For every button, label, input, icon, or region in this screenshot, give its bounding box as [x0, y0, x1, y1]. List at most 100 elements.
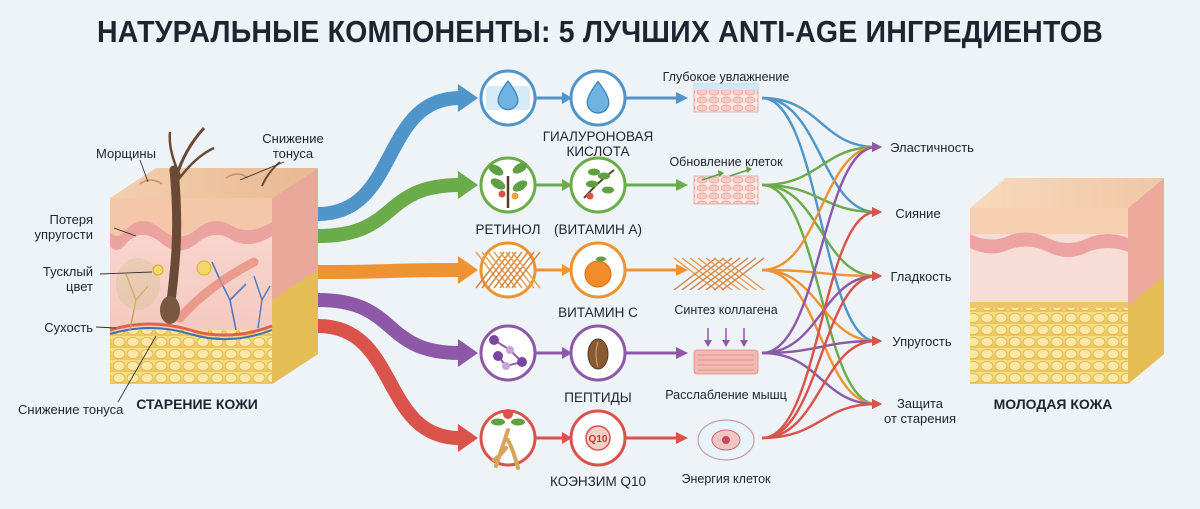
leaf-icon: [512, 162, 528, 174]
leaf-icon: [511, 418, 525, 426]
link-peptides-protection: [761, 351, 877, 406]
entry-arrow-retinol: [317, 178, 461, 243]
molecule-atom-icon: [493, 351, 503, 361]
seed-icon: [587, 338, 609, 370]
effect-arrowhead-hyaluronic: [676, 92, 688, 104]
result-label-radiance: Сияние: [895, 206, 941, 221]
renewal-arrow-icon: [729, 169, 749, 177]
leaf-branch-icon: [583, 169, 615, 199]
ingredient-label-retinol: (ВИТАМИН А): [554, 222, 642, 237]
link-q10-protection: [761, 402, 877, 440]
aging-skin-block: [109, 126, 318, 384]
entry-arrowhead-peptides: [458, 339, 478, 367]
hydration-layer-icon: [694, 84, 758, 90]
label-tone-loss-bottom: Снижение тонуса: [18, 402, 124, 417]
effect-label-q10: Энергия клеток: [681, 472, 771, 486]
leaf-icon: [512, 180, 528, 192]
link-vitamin-c-elasticity: [761, 145, 877, 272]
link-head-peptides-elasticity: [872, 142, 882, 152]
link-head-q10-protection: [872, 399, 882, 409]
product-circle-retinol: [569, 156, 627, 214]
result-curves: [761, 96, 882, 440]
leaf-icon: [491, 418, 505, 426]
entry-arrowhead-q10: [458, 424, 478, 452]
entry-arrowhead-vitamin-c: [458, 256, 478, 284]
fiber-icon: [511, 251, 541, 289]
result-label-protection: Защита от старения: [884, 396, 956, 426]
flower-icon: [503, 409, 513, 419]
entry-arrow-hyaluronic: [317, 91, 461, 221]
label-dryness: Сухость: [44, 320, 93, 335]
link-peptides-smoothness: [761, 274, 877, 355]
ingredient-label-q10: КОЭНЗИМ Q10: [549, 474, 647, 489]
ingredient-label-vitamin-c: ВИТАМИН С: [558, 305, 638, 320]
collagen-fiber-icon: [673, 257, 717, 291]
ingredient-label-peptides: ПЕПТИДЫ: [564, 390, 632, 405]
collagen-fiber-icon: [713, 257, 757, 291]
aging-skin-caption: СТАРЕНИЕ КОЖИ: [136, 396, 258, 412]
collagen-fiber-icon: [697, 257, 741, 291]
link-hyaluronic-firmness: [761, 96, 877, 343]
leaf-icon: [596, 256, 606, 262]
entry-arrowhead-hyaluronic: [458, 84, 478, 112]
q10-capsule-icon: [585, 425, 611, 451]
fiber-icon: [499, 251, 529, 289]
collagen-fiber-icon: [689, 257, 733, 291]
root-icon: [492, 428, 520, 470]
young-skin-caption: МОЛОДАЯ КОЖА: [993, 396, 1113, 412]
renewal-arrowhead-icon: [718, 170, 724, 177]
label-wrinkles: Морщины: [96, 146, 156, 161]
orange-fruit-icon: [584, 260, 612, 288]
entry-arrow-q10: [317, 319, 461, 445]
water-drop-icon-large: [586, 80, 610, 114]
entry-arrowhead-retinol: [458, 171, 478, 199]
ingredient-layer: Q10: [475, 69, 765, 470]
result-label-elasticity: Эластичность: [890, 140, 974, 155]
berry-icon: [586, 192, 594, 200]
entry-arrow-vitamin-c: [317, 263, 461, 279]
leaf-icon: [598, 172, 610, 180]
q10-capsule-text: Q10: [589, 434, 608, 445]
link-retinol-protection: [761, 183, 877, 406]
cell-core-icon: [722, 436, 730, 444]
link-vitamin-c-firmness: [761, 268, 877, 343]
effect-arrowhead-peptides: [676, 347, 688, 359]
link-vitamin-c-protection: [761, 268, 877, 406]
ingredient-label-hyaluronic: ГИАЛУРОНОВАЯ КИСЛОТА: [542, 129, 654, 159]
link-head-q10-radiance: [872, 207, 882, 217]
effect-arrowhead-retinol: [676, 179, 688, 191]
effect-label-peptides: Расслабление мышц: [665, 388, 787, 402]
link-head-q10-firmness: [872, 336, 882, 346]
link-hyaluronic-elasticity: [761, 96, 877, 149]
result-label-firmness: Упругость: [892, 334, 952, 349]
aging-leader-lines: [95, 159, 285, 403]
berry-icon: [511, 192, 519, 200]
link-peptides-elasticity: [761, 145, 877, 355]
effect-tile-cell-renewal: [693, 175, 759, 205]
link-peptides-firmness: [761, 339, 877, 355]
renewal-arrowhead-icon: [746, 166, 752, 173]
molecule-atom-icon: [489, 335, 499, 345]
collagen-fiber-icon: [721, 257, 765, 291]
link-retinol-smoothness: [761, 183, 877, 278]
connector-head-hyaluronic: [562, 92, 572, 104]
entry-arrow-peptides: [317, 293, 461, 360]
muscle-down-arrowhead-icon: [740, 340, 748, 347]
effect-label-vitamin-c: Синтез коллагена: [674, 303, 778, 317]
effect-label-hyaluronic: Глубокое увлажнение: [662, 70, 790, 84]
effect-arrowhead-q10: [676, 432, 688, 444]
leaf-icon: [588, 168, 600, 176]
label-dull-color: Тусклый цвет: [42, 264, 93, 294]
link-head-q10-smoothness: [872, 271, 882, 281]
collagen-fiber-icon: [705, 257, 749, 291]
molecule-atom-icon: [506, 346, 514, 354]
link-retinol-elasticity: [761, 145, 877, 187]
leaf-icon: [488, 164, 504, 176]
seed-line-icon: [595, 341, 599, 368]
link-q10-smoothness: [761, 274, 877, 440]
link-hyaluronic-radiance: [761, 96, 877, 214]
connector-head-retinol: [562, 179, 572, 191]
muscle-down-arrowhead-icon: [722, 340, 730, 347]
